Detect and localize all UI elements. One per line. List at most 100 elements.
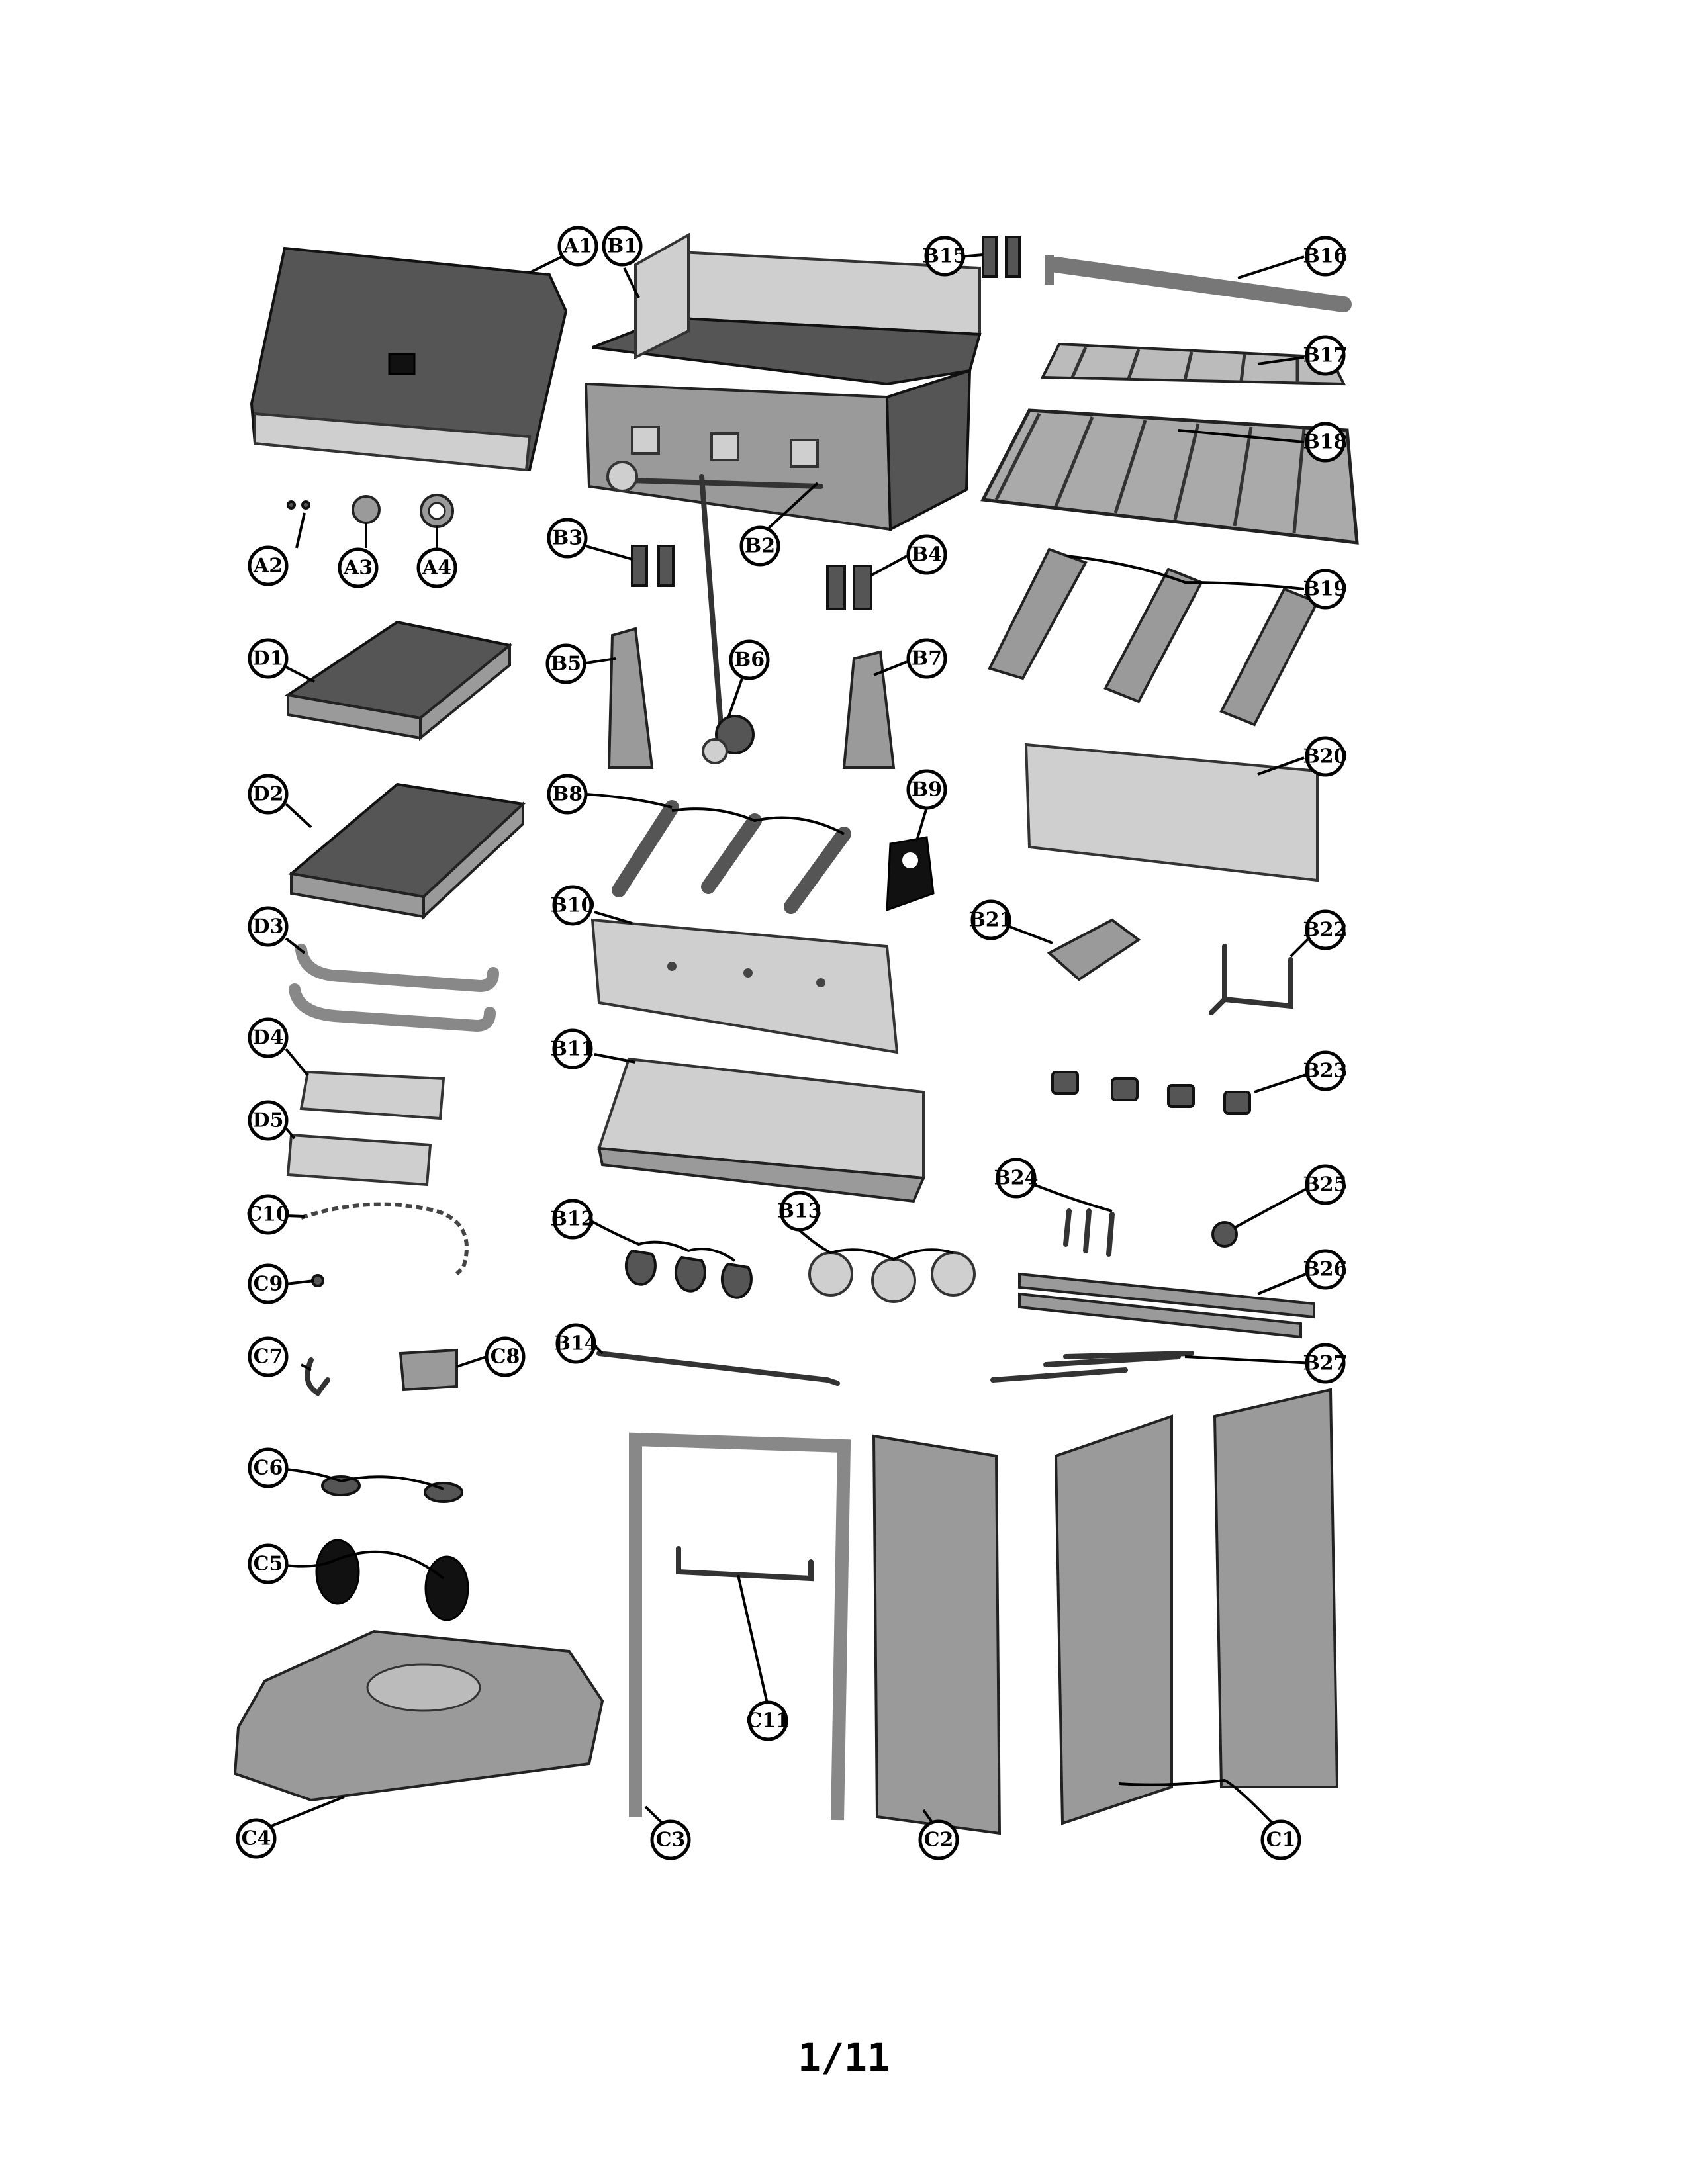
part-c2-side-panel: [872, 1434, 1002, 1835]
svg-text:B15: B15: [922, 245, 966, 268]
part-b22-bracket: [1209, 944, 1293, 1015]
svg-text:B18: B18: [1303, 431, 1347, 454]
part-c8-box: [399, 1348, 458, 1392]
callout-d3: D3: [248, 906, 289, 947]
callout-c3: C3: [650, 1819, 691, 1860]
callout-b26: B26: [1303, 1249, 1348, 1290]
leader-lines: [264, 250, 1315, 1830]
callout-c9: C9: [248, 1263, 289, 1304]
part-b6-igniter: [699, 474, 755, 764]
callout-b1: B1: [602, 226, 643, 267]
page-number: 1/11: [798, 2035, 890, 2080]
svg-text:B6: B6: [734, 649, 765, 672]
part-b18-cooking-grid: [980, 408, 1359, 545]
svg-text:C2: C2: [924, 1829, 954, 1852]
callout-b14: B14: [553, 1323, 598, 1364]
svg-text:C1: C1: [1266, 1829, 1296, 1852]
callout-b27: B27: [1303, 1343, 1348, 1384]
callout-d5: D5: [248, 1100, 289, 1141]
part-b26-rails: [1018, 1272, 1315, 1339]
callout-b3: B3: [547, 518, 588, 559]
part-b12-hooks: [624, 1249, 753, 1299]
svg-text:B22: B22: [1303, 919, 1347, 942]
svg-text:D4: D4: [253, 1026, 284, 1050]
part-b8-burners: [612, 800, 851, 914]
part-b27-strips: [990, 1351, 1194, 1383]
svg-text:B25: B25: [1303, 1173, 1347, 1197]
part-a2-screws: [287, 500, 310, 510]
part-c1-doors: [1054, 1388, 1339, 1825]
svg-text:B11: B11: [550, 1038, 594, 1061]
svg-text:C11: C11: [746, 1709, 790, 1733]
part-b17-warming-rack: [1040, 342, 1346, 386]
part-b3: [631, 545, 675, 587]
callout-b2: B2: [739, 525, 780, 567]
callout-b11: B11: [550, 1028, 595, 1069]
svg-text:B8: B8: [552, 783, 583, 806]
svg-text:B13: B13: [777, 1200, 821, 1223]
part-b14-wire: [596, 1351, 840, 1386]
callout-b12: B12: [550, 1199, 595, 1240]
callout-b20: B20: [1303, 736, 1348, 777]
svg-text:B17: B17: [1303, 344, 1347, 367]
svg-text:B1: B1: [607, 235, 637, 258]
part-b20-panel: [1024, 743, 1319, 882]
callout-b7: B7: [906, 638, 947, 679]
svg-text:A2: A2: [253, 555, 283, 578]
svg-text:B19: B19: [1303, 578, 1347, 601]
svg-text:A1: A1: [563, 235, 592, 258]
part-a3-disc: [352, 495, 381, 524]
part-c10-chain: [301, 1202, 469, 1276]
svg-text:C7: C7: [254, 1345, 283, 1369]
callout-b22: B22: [1303, 909, 1348, 950]
callout-c6: C6: [248, 1447, 289, 1488]
part-c7-hook: [305, 1357, 330, 1397]
callout-b16: B16: [1303, 236, 1348, 277]
callout-b8: B8: [547, 774, 588, 815]
callout-c2: C2: [918, 1819, 959, 1860]
part-d3-handles: [289, 944, 499, 1032]
svg-text:B27: B27: [1303, 1352, 1347, 1375]
callout-c7: C7: [248, 1336, 289, 1377]
part-c11-handle: [676, 1546, 814, 1582]
svg-text:C5: C5: [254, 1553, 283, 1576]
part-b1-firebox: [584, 232, 982, 532]
part-d4: [299, 1070, 445, 1120]
callout-d1: D1: [248, 638, 289, 679]
callout-c11: C11: [746, 1700, 790, 1741]
callout-b17: B17: [1303, 335, 1348, 376]
svg-text:B7: B7: [912, 647, 942, 670]
svg-text:B10: B10: [550, 894, 594, 917]
svg-text:C3: C3: [656, 1829, 686, 1852]
part-a1-lid: [250, 246, 568, 472]
part-d2-side-shelf: [288, 782, 526, 920]
part-b4: [826, 565, 872, 610]
svg-text:A3: A3: [343, 557, 373, 580]
part-d1-side-shelf: [284, 620, 513, 741]
callout-b5: B5: [545, 643, 586, 684]
svg-text:A4: A4: [422, 557, 451, 580]
svg-text:B4: B4: [912, 543, 942, 567]
svg-text:D3: D3: [253, 915, 284, 938]
callout-b23: B23: [1303, 1050, 1348, 1091]
svg-text:B12: B12: [550, 1208, 594, 1231]
callout-c5: C5: [248, 1543, 289, 1584]
callout-b18: B18: [1303, 422, 1348, 463]
callout-c4: C4: [236, 1818, 277, 1859]
callout-b21: B21: [968, 899, 1013, 940]
callout-c10: C10: [246, 1194, 290, 1235]
part-b10-panel: [590, 918, 899, 1054]
callout-b19: B19: [1303, 569, 1348, 610]
part-b21-grease-tray: [1047, 918, 1141, 981]
part-b15-clips: [982, 236, 1021, 278]
callout-b9: B9: [906, 769, 947, 810]
svg-text:C10: C10: [246, 1203, 290, 1226]
part-b23-knobs: [1051, 1071, 1251, 1115]
svg-text:B23: B23: [1303, 1060, 1347, 1083]
callout-a1: A1: [557, 226, 598, 267]
callout-d4: D4: [248, 1017, 289, 1058]
svg-text:B24: B24: [994, 1167, 1038, 1190]
part-b5-bracket: [607, 627, 654, 769]
svg-text:C9: C9: [254, 1273, 283, 1296]
svg-text:D1: D1: [253, 647, 284, 670]
